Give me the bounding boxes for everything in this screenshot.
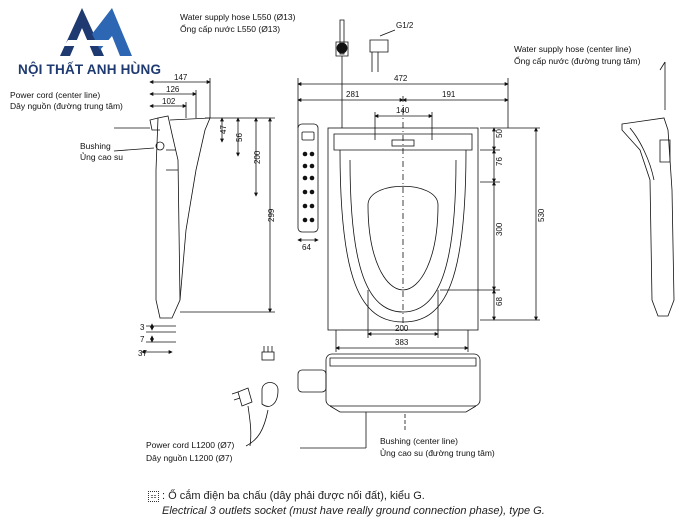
socket-icon: ⚏ — [148, 490, 159, 502]
dim-191: 191 — [442, 90, 456, 99]
water-hose-left-en: Water supply hose L550 (Ø13) — [180, 12, 296, 22]
dim-37: 37 — [138, 349, 147, 358]
dim-3: 3 — [140, 323, 145, 332]
front-view — [297, 353, 481, 449]
side-view-right — [621, 61, 675, 317]
dim-56: 56 — [235, 133, 244, 142]
dim-68: 68 — [495, 297, 504, 306]
water-hose-right-vi: Ống cấp nước (đường trung tâm) — [514, 56, 641, 66]
dimension-labels: 147 126 102 47 56 200 299 64 3 7 37 472 … — [138, 21, 546, 358]
side-view-left — [113, 78, 275, 354]
dim-281: 281 — [346, 90, 360, 99]
control-panel — [297, 123, 319, 242]
power-cord-center-vi: Dây nguồn (đường trung tâm) — [10, 101, 123, 111]
dim-300: 300 — [495, 222, 504, 236]
dim-50: 50 — [495, 129, 504, 138]
dim-383: 383 — [395, 338, 409, 347]
bushing-en: Bushing — [80, 141, 111, 151]
footer-line-en: Electrical 3 outlets socket (must have r… — [162, 505, 545, 517]
power-cord-length-vi: Dây nguồn L1200 (Ø7) — [146, 453, 233, 463]
dim-530: 530 — [537, 208, 546, 222]
dim-140: 140 — [396, 106, 410, 115]
dim-126: 126 — [166, 85, 180, 94]
dim-472: 472 — [394, 74, 408, 83]
power-cord-center-en: Power cord (center line) — [10, 90, 101, 100]
dim-200-side: 200 — [253, 150, 262, 164]
water-hose-right-en: Water supply hose (center line) — [514, 44, 632, 54]
dim-299: 299 — [267, 208, 276, 222]
footer-note: ⚏: Ổ cắm điện ba chấu (dây phải được nối… — [148, 489, 545, 519]
brand-name: NỘI THẤT ANH HÙNG — [18, 62, 162, 77]
top-view-seat — [297, 19, 540, 352]
power-plug — [231, 346, 279, 447]
dim-76: 76 — [495, 157, 504, 166]
dim-7: 7 — [140, 335, 145, 344]
water-hose-left-vi: Ống cấp nước L550 (Ø13) — [180, 24, 281, 34]
bushing-center-en: Bushing (center line) — [380, 436, 458, 446]
power-cord-length-en: Power cord L1200 (Ø7) — [146, 440, 235, 450]
footer-line-vi: : Ổ cắm điện ba chấu (dây phải được nối … — [162, 490, 425, 502]
dim-47: 47 — [219, 125, 228, 134]
brand-logo-icon — [60, 8, 132, 56]
thread-size-label: G1/2 — [396, 21, 414, 30]
bushing-vi: Ủng cao su — [80, 152, 123, 162]
bushing-center-vi: Ủng cao su (đường trung tâm) — [380, 448, 495, 458]
dim-147: 147 — [174, 73, 188, 82]
dim-200-bottom: 200 — [395, 324, 409, 333]
dim-102: 102 — [162, 97, 176, 106]
dim-64: 64 — [302, 243, 311, 252]
